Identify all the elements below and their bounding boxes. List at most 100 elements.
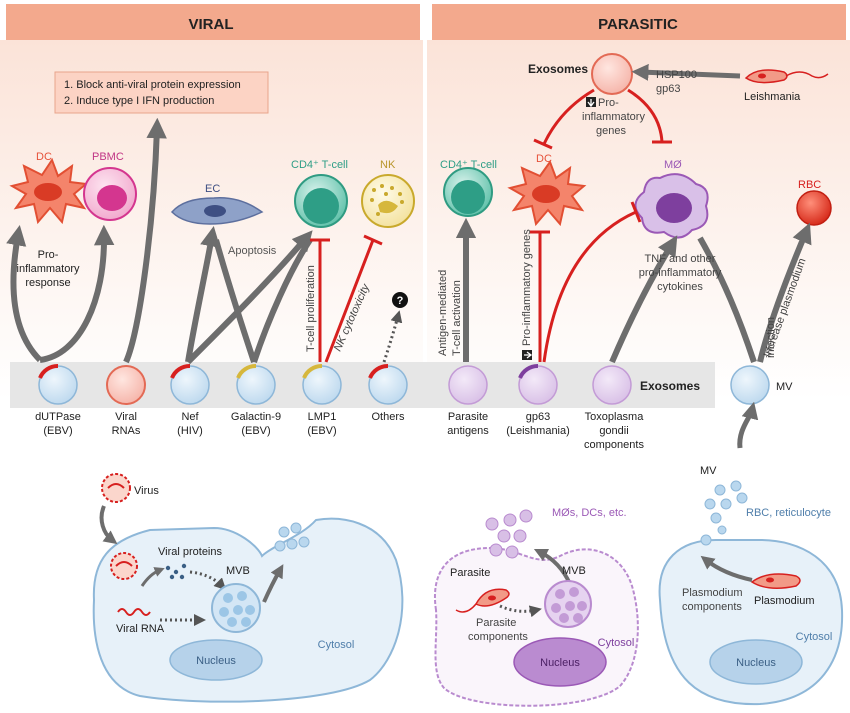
exo-label-viralrnas-1: Viral (115, 411, 137, 423)
exo-label-toxo-3: components (584, 439, 644, 451)
dc-cell-parasitic (507, 159, 587, 227)
rbc-cytosol-label: Cytosol (796, 631, 833, 643)
exo-toxoplasma (592, 365, 632, 405)
viral-rna-squiggle (117, 608, 151, 616)
inhibit-exosome-to-mo (627, 88, 672, 144)
pro-inflam-line1: Pro- (38, 249, 59, 261)
parasite-label: Parasite (450, 567, 490, 579)
arrow-toxoplasma-to-mo (609, 235, 678, 364)
parasitic-title: PARASITIC (598, 16, 678, 33)
exo-viral-rnas (106, 365, 146, 405)
viral-effects-box (54, 71, 269, 114)
mv-band-label: MV (776, 381, 793, 393)
viral-cytosol-label: Cytosol (318, 639, 355, 651)
arrow-galactin-to-cd4 (251, 238, 313, 363)
nk-cell (361, 174, 415, 228)
released-exosomes-parasitic (485, 509, 533, 559)
arrow-to-viral-proteins (140, 567, 165, 587)
exo-label-dutpase-2: (EBV) (43, 425, 72, 437)
question-badge (392, 292, 408, 308)
exo-label-lmp1-1: LMP1 (308, 411, 337, 423)
inhibit-tcell-prolif (310, 238, 330, 362)
pro-genes-label: Pro-inflammatory genes (521, 229, 533, 346)
leishmania-label: Leishmania (744, 91, 801, 103)
virus-particle (101, 473, 131, 503)
rbc-nucleus-label: Nucleus (736, 657, 776, 669)
nk-label: NK (380, 159, 396, 171)
parasitic-header (432, 4, 846, 40)
apoptosis-label: Apoptosis (228, 245, 277, 257)
viral-box-line1: 1. Block anti-viral protein expression (64, 79, 241, 91)
down-arrow-glyph (587, 99, 595, 108)
down-pro-line2: inflammatory (582, 111, 645, 123)
exo-label-viralrnas-2: RNAs (112, 425, 141, 437)
tnf-line1: TNF and other (645, 253, 716, 265)
viral-nucleus-label: Nucleus (196, 655, 236, 667)
plasmodium-comp-line2: components (682, 601, 742, 613)
arrow-mv-to-mo (697, 236, 757, 363)
plasmodium-label: Plasmodium (754, 595, 815, 607)
pro-inflam-line3: response (25, 277, 70, 289)
arrow-leishmania-to-exosome (631, 63, 741, 81)
mvb-parasitic (544, 580, 592, 628)
parasite-in-cell (455, 588, 510, 613)
arrow-galactin-to-ec (213, 239, 257, 363)
viral-title: VIRAL (189, 16, 234, 33)
rbc-label: RBC (798, 179, 821, 191)
mo-label: MØ (664, 159, 682, 171)
inhibit-gp63-to-dc (530, 230, 550, 362)
parasitic-exosome-top (591, 53, 633, 95)
viral-header (6, 4, 420, 40)
exo-parasite-antigens (448, 365, 488, 405)
arrow-mv-to-rbc (757, 222, 812, 363)
arrow-plasmodium-to-mv (700, 555, 753, 582)
viral-protein-dots (165, 563, 187, 580)
cd4-cell-parasitic (443, 167, 493, 217)
exo-label-nef-1: Nef (181, 411, 199, 423)
exo-label-antigens-1: Parasite (448, 411, 488, 423)
mvb-label-viral: MVB (226, 565, 250, 577)
arrow-viralrnas-to-box (123, 117, 167, 364)
cd4-cell-viral (294, 174, 348, 228)
hsp100-label: HSP100 (656, 69, 697, 81)
down-pro-line1: Pro- (598, 97, 619, 109)
viral-nucleus (169, 639, 263, 681)
exosomes-top-label: Exosomes (528, 62, 588, 76)
viral-box-line2: 2. Induce type I IFN production (64, 95, 214, 107)
exo-label-dutpase-1: dUTPase (35, 411, 81, 423)
dc-label-parasitic: DC (536, 153, 552, 165)
antigen-act-line2: T-cell activation (451, 280, 463, 356)
inhibit-exosome-to-dc (533, 88, 595, 150)
exo-dutpase (38, 363, 78, 405)
plasmodium-comp-line1: Plasmodium (682, 587, 743, 599)
ec-label: EC (205, 183, 220, 195)
cd4-label-parasitic: CD4⁺ T-cell (440, 159, 497, 171)
parasitic-cytosol-label: Cytosol (598, 637, 635, 649)
exo-label-galactin-1: Galactin-9 (231, 411, 281, 423)
rbc-retic-label: RBC, reticulocyte (746, 507, 831, 519)
leishmania-parasite (744, 69, 829, 84)
viral-proteins-label: Viral proteins (158, 546, 222, 558)
exo-galactin9 (236, 363, 276, 405)
parasitic-nucleus (513, 637, 607, 687)
parasitic-nucleus-label: Nucleus (540, 657, 580, 669)
mv-band-vesicle (730, 365, 770, 405)
down-glyph-gp63 (524, 351, 533, 359)
mv-cloud (704, 480, 748, 535)
exo-label-antigens-2: antigens (447, 425, 489, 437)
exosomes-band-label: Exosomes (640, 379, 700, 393)
mos-dcs-label: MØs, DCs, etc. (552, 507, 627, 519)
rbc-cell (796, 190, 832, 226)
arrow-dutpase-to-dc (6, 224, 43, 363)
dc-label-viral: DC (36, 151, 52, 163)
tnf-line3: cytokines (657, 281, 703, 293)
pbmc-cell (83, 167, 137, 221)
mv-cloud-label: MV (700, 465, 717, 477)
exo-label-others: Others (371, 411, 405, 423)
arrow-virus-entry (99, 505, 118, 545)
tnf-line2: pro-inflammatory (639, 267, 722, 279)
antigen-act-line1: Antigen-mediated (437, 270, 449, 356)
arrow-mvb-release (262, 564, 284, 603)
viral-rna-label: Viral RNA (116, 623, 165, 635)
